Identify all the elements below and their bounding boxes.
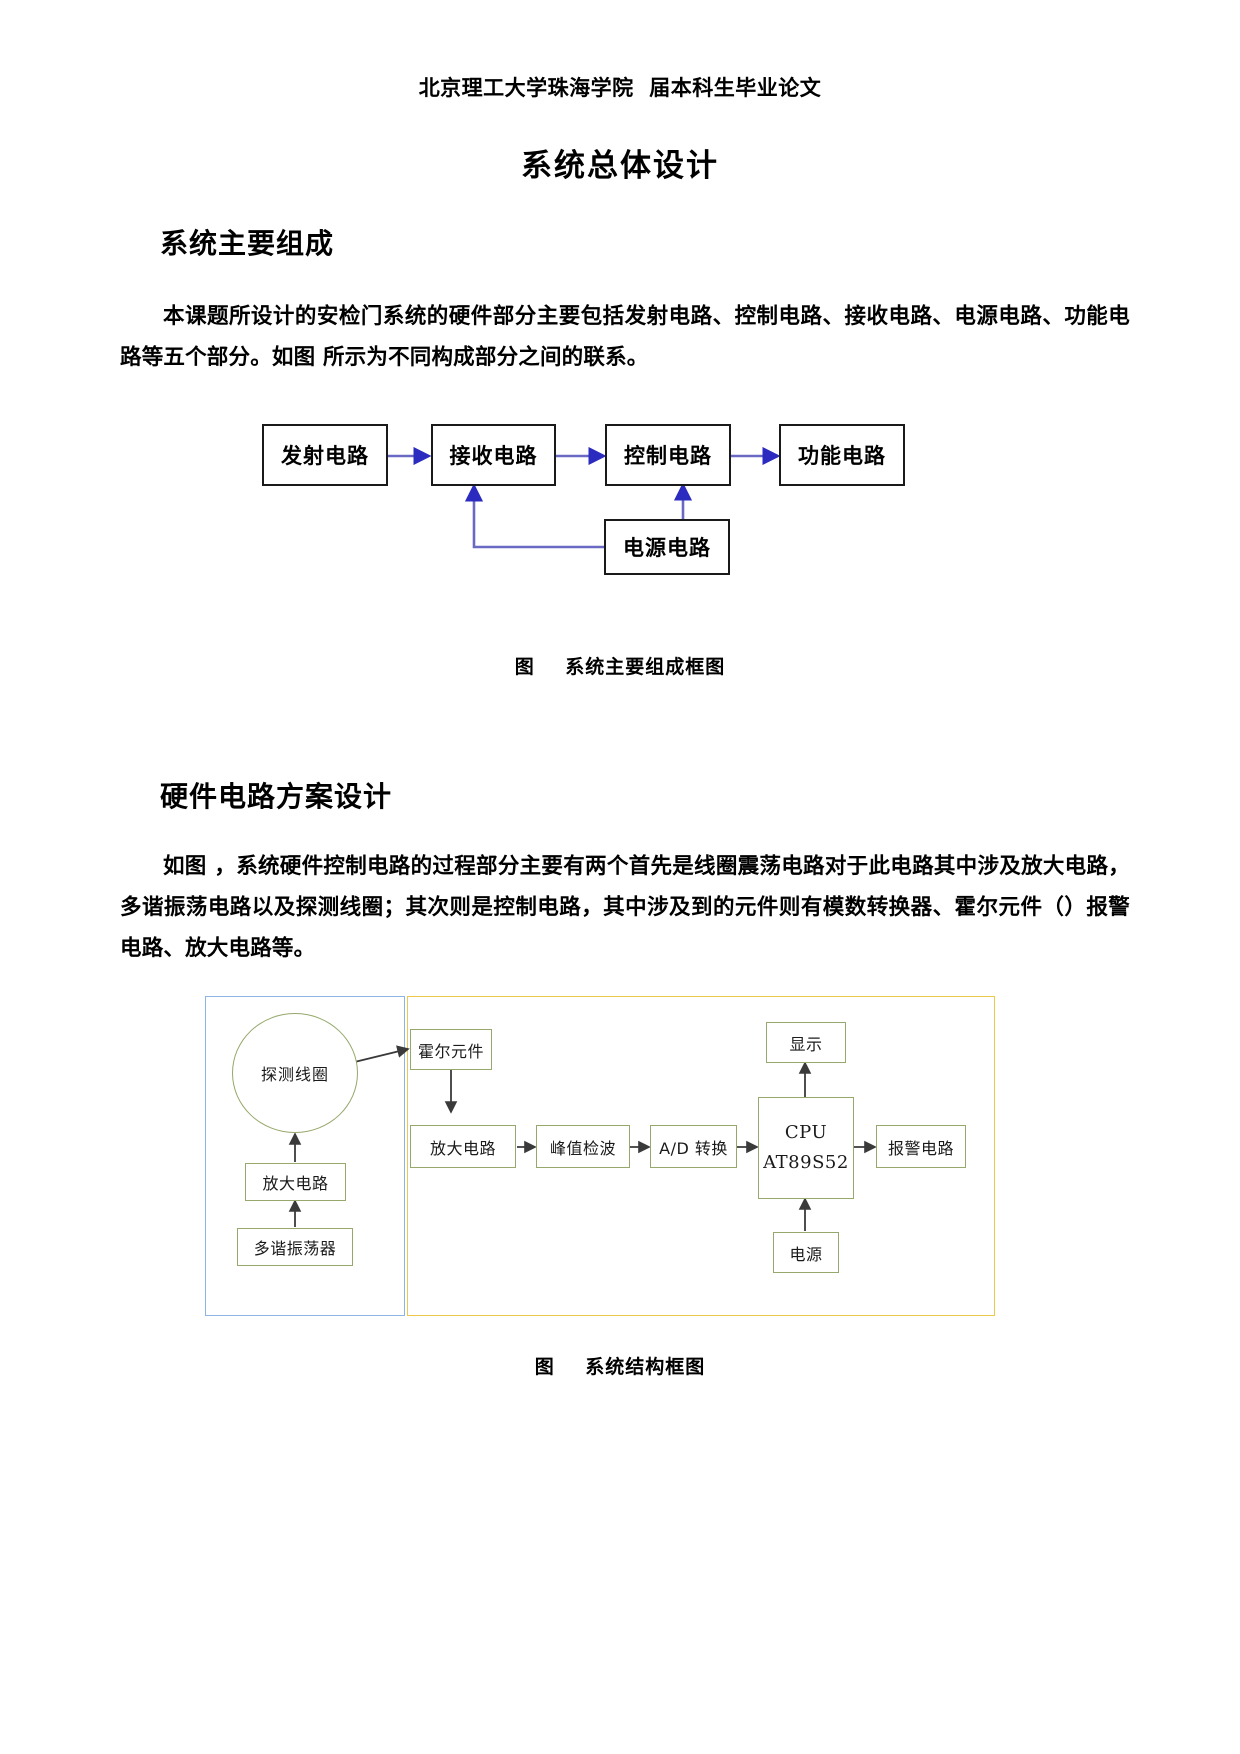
fig2-node-power: 电源 <box>773 1232 839 1273</box>
section-heading-1: 系统主要组成 <box>160 227 335 260</box>
section-paragraph-1: 本课题所设计的安检门系统的硬件部分主要包括发射电路、控制电路、接收电路、电源电路… <box>120 304 1130 370</box>
fig1-node-transmit: 发射电路 <box>262 424 388 486</box>
figure1-caption: 图 系统主要组成框图 <box>514 656 726 678</box>
section-paragraph-2: 如图 ，系统硬件控制电路的过程部分主要有两个首先是线圈震荡电路对于此电路其中涉及… <box>120 854 1130 961</box>
fig2-node-amp-left: 放大电路 <box>245 1163 346 1201</box>
fig1-node-power: 电源电路 <box>604 519 730 575</box>
fig2-node-ad-converter: A/D 转换 <box>650 1125 737 1168</box>
figure2-caption: 图 系统结构框图 <box>534 1356 706 1378</box>
fig2-node-display: 显示 <box>766 1022 846 1063</box>
fig2-node-coil: 探测线圈 <box>232 1013 358 1133</box>
fig2-node-alarm: 报警电路 <box>876 1125 966 1168</box>
fig1-node-receive: 接收电路 <box>431 424 556 486</box>
fig1-node-control: 控制电路 <box>605 424 731 486</box>
fig2-node-amp-right: 放大电路 <box>410 1125 516 1168</box>
fig2-node-hall: 霍尔元件 <box>410 1029 492 1070</box>
header-rule <box>118 108 1122 109</box>
running-header: 北京理工大学珠海学院 届本科生毕业论文 <box>418 76 822 100</box>
fig1-node-function: 功能电路 <box>779 424 905 486</box>
fig2-cpu-label: CPU <box>784 1122 828 1143</box>
figure-system-structure: 探测线圈 放大电路 多谐振荡器 霍尔元件 放大电路 峰值检波 A/D 转换 CP… <box>205 996 995 1316</box>
fig2-node-cpu: CPU AT89S52 <box>758 1097 854 1199</box>
fig2-node-peak-detect: 峰值检波 <box>536 1125 630 1168</box>
fig2-node-multivibrator: 多谐振荡器 <box>237 1228 353 1266</box>
fig2-cpu-model: AT89S52 <box>763 1152 849 1173</box>
section-heading-2: 硬件电路方案设计 <box>160 780 393 813</box>
page-title: 系统总体设计 <box>521 148 719 184</box>
